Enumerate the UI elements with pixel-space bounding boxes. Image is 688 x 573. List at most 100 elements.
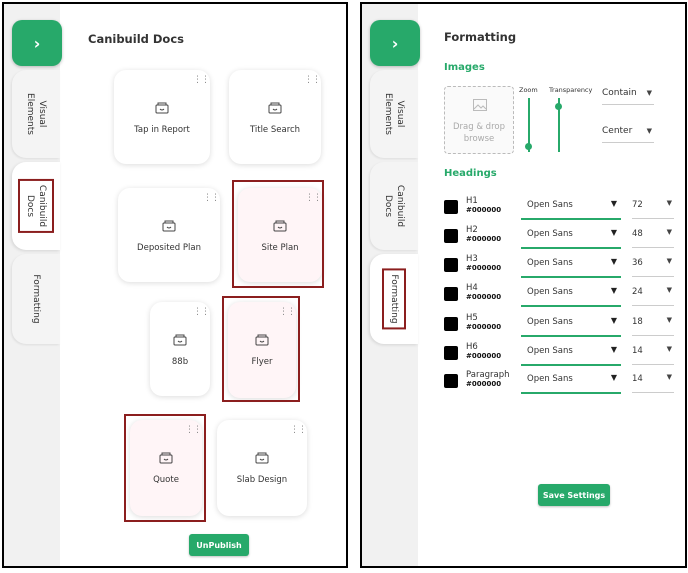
position-select[interactable]: Center ▼: [602, 126, 654, 143]
font-size-select[interactable]: 18 ▼: [632, 313, 674, 336]
font-size-select[interactable]: 14▼: [632, 370, 674, 393]
zoom-slider[interactable]: [528, 98, 530, 152]
doc-card-label: Slab Design: [236, 475, 288, 485]
font-size-value: 48: [632, 229, 643, 239]
document-icon: [173, 334, 187, 346]
heading-label: H5: [466, 313, 478, 323]
image-dropzone[interactable]: Drag & drop browse: [444, 86, 514, 154]
tab-visual-elements[interactable]: Visual Elements: [370, 70, 418, 158]
tab-canibuild-docs[interactable]: Canibuild Docs: [370, 162, 418, 250]
font-size-value: 72: [632, 200, 643, 210]
doc-card-label: Deposited Plan: [137, 243, 201, 253]
font-family-select[interactable]: Open Sans▼: [521, 313, 621, 337]
font-size-value: 36: [632, 258, 643, 268]
font-family-value: Open Sans: [527, 374, 573, 384]
doc-card-site-plan[interactable]: ⋮⋮ Site Plan: [238, 188, 322, 282]
tab-formatting-label: Formatting: [31, 274, 41, 324]
highlight-box: [232, 180, 324, 288]
heading-label: H6: [466, 342, 478, 352]
canibuild-docs-panel: Visual Elements Canibuild Docs Formattin…: [2, 2, 348, 568]
drag-handle-icon[interactable]: ⋮⋮: [304, 75, 321, 85]
doc-card-deposited-plan[interactable]: ⋮⋮ Deposited Plan: [118, 188, 220, 282]
heading-label: Paragraph: [466, 370, 510, 380]
sidebar-toggle-button[interactable]: ›: [370, 20, 420, 66]
tab-formatting[interactable]: Formatting: [12, 254, 60, 344]
doc-card-slab-design[interactable]: ⋮⋮ Slab Design: [217, 420, 307, 516]
font-size-value: 24: [632, 287, 643, 297]
color-swatch[interactable]: [444, 346, 458, 360]
font-size-select[interactable]: 72 ▼: [632, 196, 674, 219]
document-icon: [162, 220, 176, 232]
caret-down-icon: ▼: [666, 316, 672, 324]
fit-select[interactable]: Contain ▼: [602, 88, 654, 105]
caret-down-icon: ▼: [666, 228, 672, 236]
images-section-title: Images: [444, 62, 485, 73]
color-swatch[interactable]: [444, 200, 458, 214]
dropzone-text: Drag & drop browse: [453, 122, 505, 144]
tab-visual-elements-label: Visual Elements: [25, 93, 47, 135]
font-family-value: Open Sans: [527, 200, 573, 210]
drag-handle-icon[interactable]: ⋮⋮: [203, 193, 220, 203]
color-swatch[interactable]: [444, 287, 458, 301]
doc-card-label: Flyer: [251, 357, 273, 367]
color-swatch[interactable]: [444, 229, 458, 243]
drag-handle-icon[interactable]: ⋮⋮: [290, 425, 307, 435]
drag-handle-icon[interactable]: ⋮⋮: [193, 75, 210, 85]
color-swatch[interactable]: [444, 258, 458, 272]
document-icon: [255, 452, 269, 464]
font-size-select[interactable]: 14 ▼: [632, 342, 674, 365]
font-size-value: 14: [632, 346, 643, 356]
save-settings-button[interactable]: Save Settings: [538, 484, 610, 506]
heading-row: Paragraph#000000 Open Sans▼ 14▼: [362, 370, 685, 399]
caret-down-icon: ▼: [666, 286, 672, 294]
caret-down-icon: ▼: [646, 89, 652, 97]
font-family-select[interactable]: Open Sans▼: [521, 342, 621, 366]
font-family-select[interactable]: Open Sans ▼: [521, 283, 621, 307]
font-family-select[interactable]: Open Sans▼: [521, 225, 621, 249]
heading-label: H2: [466, 225, 478, 235]
color-swatch[interactable]: [444, 317, 458, 331]
zoom-label: Zoom: [519, 86, 538, 94]
tab-formatting[interactable]: Formatting: [370, 249, 418, 349]
heading-label: H1: [466, 196, 478, 206]
font-size-value: 18: [632, 317, 643, 327]
doc-card-88b[interactable]: ⋮⋮ 88b: [150, 302, 210, 396]
doc-card-tap-in-report[interactable]: ⋮⋮ Tap in Report: [114, 70, 210, 164]
caret-down-icon: ▼: [666, 199, 672, 207]
unpublish-button[interactable]: UnPublish: [189, 534, 249, 556]
tab-visual-elements-label: Visual Elements: [383, 93, 405, 135]
font-family-value: Open Sans: [527, 258, 573, 268]
heading-color-hex: #000000: [466, 264, 502, 272]
font-size-select[interactable]: 36▼: [632, 254, 674, 277]
sidebar-toggle-button[interactable]: ›: [12, 20, 62, 66]
font-family-select[interactable]: Open Sans▼: [521, 254, 621, 278]
heading-color-hex: #000000: [466, 380, 502, 388]
caret-down-icon: ▼: [610, 286, 617, 295]
drag-handle-icon[interactable]: ⋮⋮: [193, 307, 210, 317]
document-icon: [159, 452, 173, 464]
heading-label: H4: [466, 283, 478, 293]
font-family-select[interactable]: Open Sans ▼: [521, 196, 621, 220]
doc-card-label: Title Search: [249, 125, 301, 135]
doc-card-flyer[interactable]: ⋮⋮ Flyer: [228, 302, 296, 398]
transparency-slider[interactable]: [558, 98, 560, 152]
zoom-slider-handle[interactable]: [525, 143, 532, 151]
document-icon: [273, 220, 287, 232]
font-size-select[interactable]: 48 ▼: [632, 225, 674, 248]
font-family-select[interactable]: Open Sans▼: [521, 370, 621, 394]
sidebar: Visual Elements Canibuild Docs Formattin…: [362, 4, 418, 566]
doc-card-title-search[interactable]: ⋮⋮ Title Search: [229, 70, 321, 164]
transparency-slider-handle[interactable]: [555, 102, 562, 110]
tab-canibuild-docs[interactable]: Canibuild Docs: [12, 162, 60, 250]
caret-down-icon: ▼: [610, 199, 617, 208]
heading-color-hex: #000000: [466, 293, 502, 301]
font-family-value: Open Sans: [527, 287, 573, 297]
caret-down-icon: ▼: [666, 345, 672, 353]
doc-card-quote[interactable]: ⋮⋮ Quote: [130, 420, 202, 516]
font-size-select[interactable]: 24 ▼: [632, 283, 674, 306]
color-swatch[interactable]: [444, 374, 458, 388]
tab-visual-elements[interactable]: Visual Elements: [12, 70, 60, 158]
